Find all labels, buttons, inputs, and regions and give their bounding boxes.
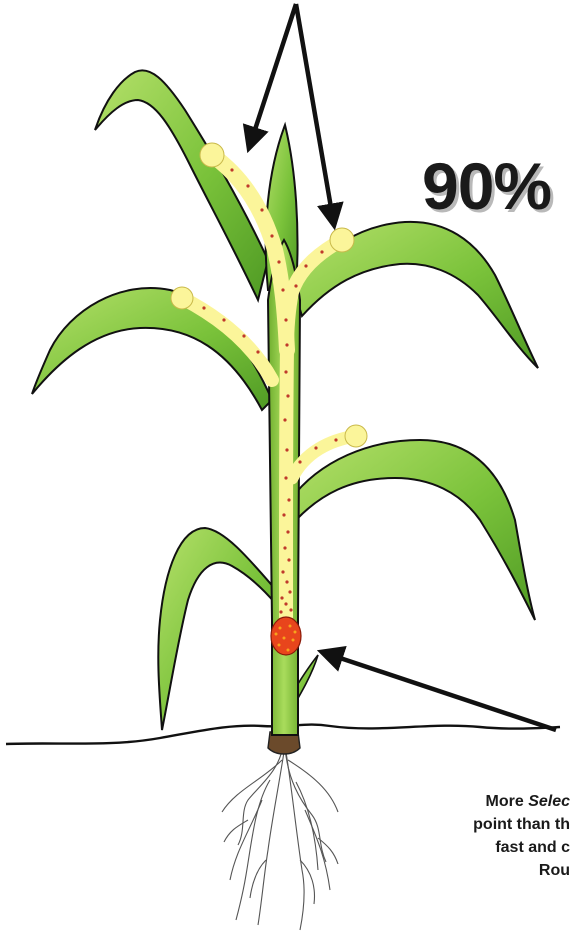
caption-line-1: More Selec (420, 790, 570, 813)
caption-line-4: Rou (420, 859, 570, 882)
leaf-right-middle (290, 440, 535, 620)
percentage-label: 90% (422, 148, 551, 224)
caption-text: More Selec point than th fast and c Rou (420, 790, 570, 882)
arrow-to-upper-left-tip (249, 4, 296, 148)
arrow-to-growing-point (322, 652, 556, 730)
caption-line-3: fast and c (420, 836, 570, 859)
caption-line-1-italic: Selec (528, 793, 570, 810)
growing-point (271, 617, 301, 655)
leaf-lower-left (158, 528, 276, 730)
roots (222, 745, 338, 930)
arrow-to-upper-right-tip (296, 4, 334, 225)
leaf-left-middle (32, 288, 272, 410)
caption-line-1-prefix: More (486, 793, 529, 810)
caption-line-2: point than th (420, 813, 570, 836)
